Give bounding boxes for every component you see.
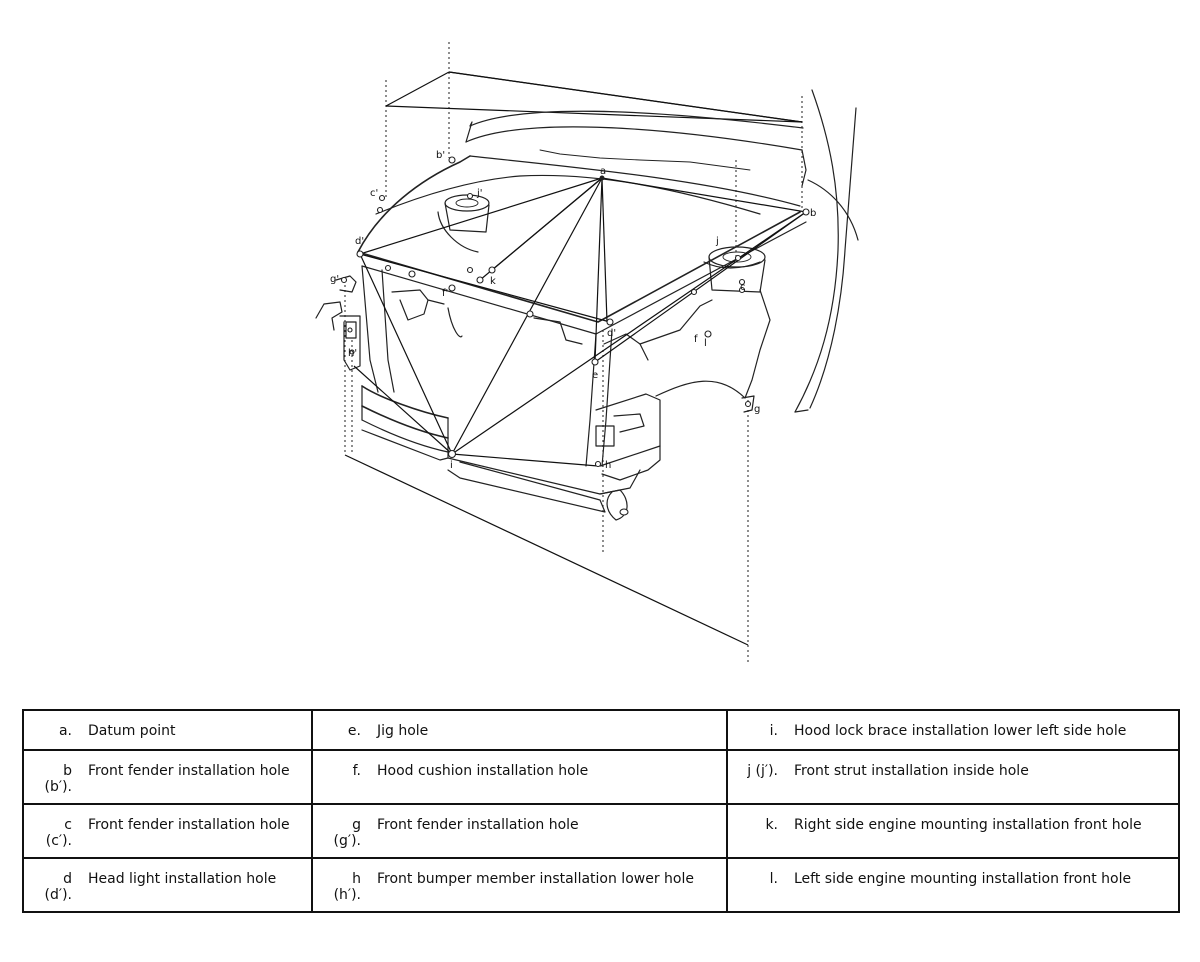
legend-text: Hood lock brace installation lower left … — [794, 723, 1127, 739]
label-j: j — [715, 236, 719, 247]
legend-key: d(d′). — [44, 871, 72, 903]
legend-cell: d(d′). Head light installation hole — [22, 857, 313, 913]
hood-panel — [465, 110, 807, 187]
right-lower-bracket — [595, 393, 661, 481]
label-g: g — [754, 404, 760, 415]
legend-key: k. — [765, 817, 778, 833]
legend-key: e. — [347, 723, 361, 739]
label-d-left: d' — [355, 236, 364, 247]
label-h-prime: h' — [348, 348, 357, 359]
legend-text: Front bumper member installation lower h… — [377, 871, 694, 887]
legend-row: c(c′). Front fender installation hole g(g… — [22, 803, 1180, 859]
radiator-support — [361, 265, 771, 467]
legend-cell: k. Right side engine mounting installatio… — [726, 803, 1180, 859]
legend-cell: l. Left side engine mounting installation… — [726, 857, 1180, 913]
legend-text: Datum point — [88, 723, 176, 739]
legend-cell: a. Datum point — [22, 709, 313, 751]
label-e: e — [592, 370, 598, 381]
legend-text: Jig hole — [377, 723, 429, 739]
label-k: k — [490, 276, 496, 287]
legend-text: Left side engine mounting installation f… — [794, 871, 1132, 887]
legend-text: Head light installation hole — [88, 871, 277, 887]
point-labels: a b b' c c' d' d' e f f' g g' h h' i j j… — [330, 150, 816, 471]
legend-key: a. — [58, 723, 72, 739]
legend-row: b(b′). Front fender installation hole f. H… — [22, 749, 1180, 805]
legend-text: Front fender installation hole — [377, 817, 579, 833]
label-g-prime: g' — [330, 274, 339, 285]
legend-text: Front strut installation inside hole — [794, 763, 1029, 779]
legend-key: c(c′). — [45, 817, 72, 849]
legend-cell: i. Hood lock brace installation lower lef… — [726, 709, 1180, 751]
label-b: b — [810, 208, 816, 219]
legend-table: a. Datum point e. Jig hole i. Hood lock bra… — [22, 709, 1180, 913]
legend-cell: b(b′). Front fender installation hole — [22, 749, 313, 805]
legend-cell: c(c′). Front fender installation hole — [22, 803, 313, 859]
upper-measure-frame — [385, 71, 803, 123]
legend-key: i. — [769, 723, 778, 739]
body-dimension-diagram: a b b' c c' d' d' e f f' g g' h h' i j j… — [315, 42, 859, 665]
legend-cell: f. Hood cushion installation hole — [311, 749, 728, 805]
label-l: l — [704, 338, 707, 349]
lower-measure-line — [344, 454, 749, 646]
legend-cell: h(h′). Front bumper member installation l… — [311, 857, 728, 913]
label-c: c — [740, 282, 746, 293]
strut-tower-left — [444, 194, 490, 233]
legend-text: Hood cushion installation hole — [377, 763, 589, 779]
legend-key: b(b′). — [44, 763, 72, 795]
legend-key: l. — [769, 871, 778, 887]
front-fender — [794, 89, 859, 413]
label-f: f — [694, 334, 698, 345]
bumper-member — [361, 385, 641, 521]
label-a: a — [600, 166, 606, 177]
legend-key: g(g′). — [333, 817, 361, 849]
legend-text: Front fender installation hole — [88, 817, 290, 833]
label-d-right: d' — [607, 328, 616, 339]
label-b-prime: b' — [436, 150, 445, 161]
legend-text: Right side engine mounting installation … — [794, 817, 1142, 833]
vehicle-front-structure-drawing: a b b' c c' d' d' e f f' g g' h h' i j j… — [315, 42, 859, 665]
label-h: h — [605, 460, 611, 471]
legend-key: j (j′). — [747, 763, 778, 779]
legend-row: d(d′). Head light installation hole h(h′)… — [22, 857, 1180, 913]
legend-text: Front fender installation hole — [88, 763, 290, 779]
reference-lines — [344, 42, 803, 665]
measurement-lines — [353, 177, 807, 467]
label-i: i — [450, 460, 453, 471]
strut-tower-right — [708, 246, 766, 293]
right-g-bracket — [741, 395, 755, 413]
legend-row: a. Datum point e. Jig hole i. Hood lock bra… — [22, 709, 1180, 751]
legend-cell: g(g′). Front fender installation hole — [311, 803, 728, 859]
label-c-prime: c' — [370, 188, 378, 199]
measurement-points — [340, 156, 810, 468]
legend-key: h(h′). — [333, 871, 361, 903]
legend-key: f. — [352, 763, 361, 779]
upper-body-outline — [357, 155, 807, 335]
legend-cell: e. Jig hole — [311, 709, 728, 751]
label-j-prime: j' — [476, 188, 483, 199]
legend-cell: j (j′). Front strut installation inside h… — [726, 749, 1180, 805]
label-f-prime: f' — [442, 288, 448, 299]
left-side-bracket — [315, 275, 361, 371]
